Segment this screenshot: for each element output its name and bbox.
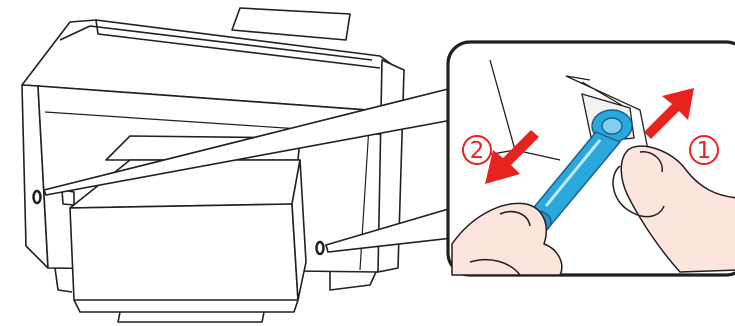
zoom-callout: 1 2 [448, 42, 735, 275]
step-1-marker: 1 [690, 136, 718, 164]
drain-port-left [34, 191, 41, 203]
step-2-marker: 2 [463, 136, 491, 164]
platen-front [70, 204, 298, 300]
step-2-label: 2 [470, 138, 485, 164]
step-1-label: 1 [697, 138, 712, 164]
drain-port-right [317, 242, 324, 254]
paper-support [232, 8, 350, 40]
printer [22, 8, 404, 322]
